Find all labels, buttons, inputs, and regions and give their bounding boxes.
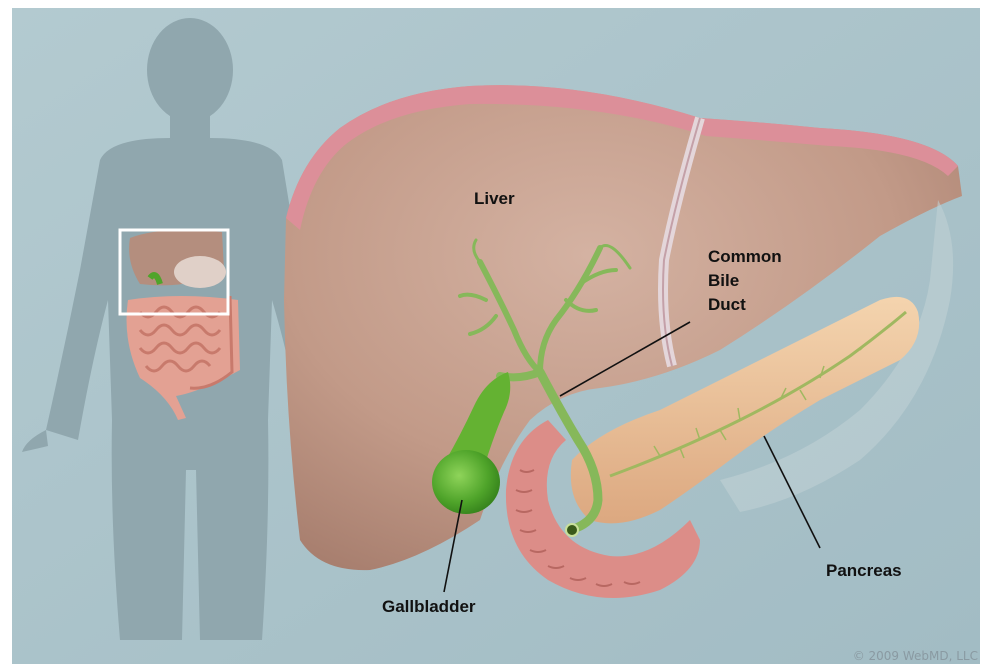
ampulla: [566, 524, 578, 536]
pancreas-label: Pancreas: [826, 561, 902, 580]
gallbladder-label: Gallbladder: [382, 597, 476, 616]
liver-label: Liver: [474, 189, 515, 208]
cbd-label-line-1: Common: [708, 247, 782, 266]
cbd-label-line-2: Bile: [708, 271, 739, 290]
cbd-label-line-3: Duct: [708, 295, 746, 314]
copyright-notice: © 2009 WebMD, LLC: [853, 649, 978, 663]
